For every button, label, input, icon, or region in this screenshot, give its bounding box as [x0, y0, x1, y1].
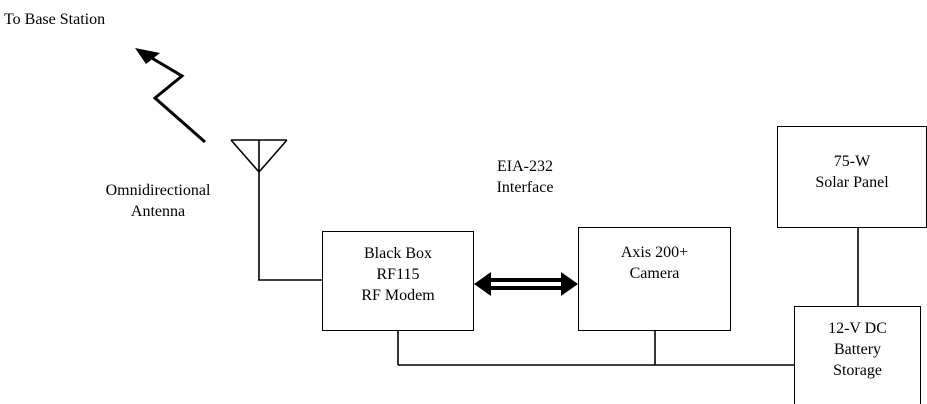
rf-modem-line1: Black Box: [364, 245, 432, 262]
rf-modem-line2: RF115: [376, 266, 420, 283]
battery-line1: 12-V DC: [828, 320, 887, 337]
antenna-icon: [230, 139, 322, 281]
wireless-arrowhead: [135, 48, 160, 64]
interface-label: EIA-232 Interface: [468, 156, 582, 198]
battery-line2: Battery: [833, 341, 882, 358]
camera-block: Axis 200+ Camera: [578, 227, 731, 331]
eia232-link-arrow-icon: [474, 272, 578, 296]
camera-line1: Axis 200+: [620, 244, 689, 261]
base-station-label: To Base Station: [4, 11, 106, 28]
battery-storage-block: 12-V DC Battery Storage: [794, 306, 921, 404]
battery-line3: Storage: [833, 362, 882, 379]
antenna-label-line2: Antenna: [130, 203, 186, 220]
camera-line2: Camera: [629, 265, 680, 282]
solar-panel-block: 75-W Solar Panel: [777, 126, 927, 228]
solar-line1: 75-W: [833, 153, 871, 170]
power-bus-lines: [397, 228, 859, 366]
interface-label-line2: Interface: [496, 179, 554, 196]
rf-modem-line3: RF Modem: [361, 287, 435, 304]
wireless-link-arrow-icon: [144, 52, 206, 144]
solar-line2: Solar Panel: [815, 174, 889, 191]
antenna-label: Omnidirectional Antenna: [78, 180, 238, 222]
interface-label-line1: EIA-232: [497, 158, 553, 175]
rf-modem-block: Black Box RF115 RF Modem: [322, 231, 474, 331]
antenna-label-line1: Omnidirectional: [105, 182, 211, 199]
